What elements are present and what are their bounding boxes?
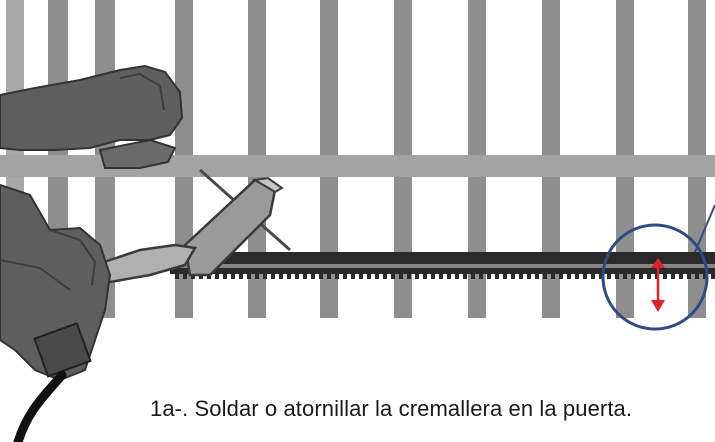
rack-tooth (495, 274, 499, 279)
rack-tooth (703, 274, 707, 279)
rack-tooth (663, 274, 667, 279)
rack-tooth (511, 274, 515, 279)
rack-tooth (519, 274, 523, 279)
rack-tooth (471, 274, 475, 279)
rack-tooth (327, 274, 331, 279)
rack-tooth (423, 274, 427, 279)
rack-tooth (455, 274, 459, 279)
rack-tooth (367, 274, 371, 279)
rack-tooth (279, 274, 283, 279)
rack-tooth (407, 274, 411, 279)
rack-tooth (199, 274, 203, 279)
rack-tooth (415, 274, 419, 279)
rack-tooth (303, 274, 307, 279)
rack-tooth (607, 274, 611, 279)
instruction-caption: 1a-. Soldar o atornillar la cremallera e… (150, 396, 633, 421)
rack-tooth (623, 274, 627, 279)
rack-tooth (239, 274, 243, 279)
rack-tooth (687, 274, 691, 279)
rack-tooth (487, 274, 491, 279)
rack-tooth (527, 274, 531, 279)
rack-tooth (431, 274, 435, 279)
rack-tooth (335, 274, 339, 279)
rack-tooth (191, 274, 195, 279)
rack-tooth (559, 274, 563, 279)
rack-tooth (263, 274, 267, 279)
rack-tooth (351, 274, 355, 279)
rack-tooth (287, 274, 291, 279)
rack-tooth (271, 274, 275, 279)
rack-tooth (599, 274, 603, 279)
rack-tooth (447, 274, 451, 279)
rack-tooth (175, 274, 179, 279)
right-glove (0, 183, 112, 382)
rack-tooth (255, 274, 259, 279)
rack-tooth (575, 274, 579, 279)
gear-rack (170, 252, 715, 279)
rack-tooth (543, 274, 547, 279)
rack-tooth (439, 274, 443, 279)
rack-tooth (639, 274, 643, 279)
rack-tooth (583, 274, 587, 279)
rack-tooth (319, 274, 323, 279)
rack-tooth (375, 274, 379, 279)
rack-tooth (343, 274, 347, 279)
rack-tooth (503, 274, 507, 279)
welding-cable (13, 370, 67, 442)
rack-tooth (671, 274, 675, 279)
rack-tooth (215, 274, 219, 279)
detail-highlight (601, 204, 715, 331)
rack-tooth (567, 274, 571, 279)
rack-tooth (631, 274, 635, 279)
rack-tooth (695, 274, 699, 279)
rack-tooth (647, 274, 651, 279)
left-glove (0, 64, 184, 169)
rack-tooth (551, 274, 555, 279)
rack-tooth (591, 274, 595, 279)
rack-tooth (231, 274, 235, 279)
rack-tooth (535, 274, 539, 279)
welding-torch (92, 176, 284, 284)
rack-tooth (463, 274, 467, 279)
rack-tooth (399, 274, 403, 279)
rack-tooth (223, 274, 227, 279)
rack-tooth (295, 274, 299, 279)
rack-tooth (391, 274, 395, 279)
rack-tooth (711, 274, 715, 279)
rack-tooth (247, 274, 251, 279)
double-arrow-vertical-icon (651, 258, 665, 312)
rack-tooth (207, 274, 211, 279)
gate-horizontal-rail (0, 155, 715, 177)
rack-tooth (679, 274, 683, 279)
rack-tooth (359, 274, 363, 279)
rack-tooth (615, 274, 619, 279)
rack-tooth (479, 274, 483, 279)
rack-tooth (183, 274, 187, 279)
rack-tooth (311, 274, 315, 279)
rack-tooth (383, 274, 387, 279)
